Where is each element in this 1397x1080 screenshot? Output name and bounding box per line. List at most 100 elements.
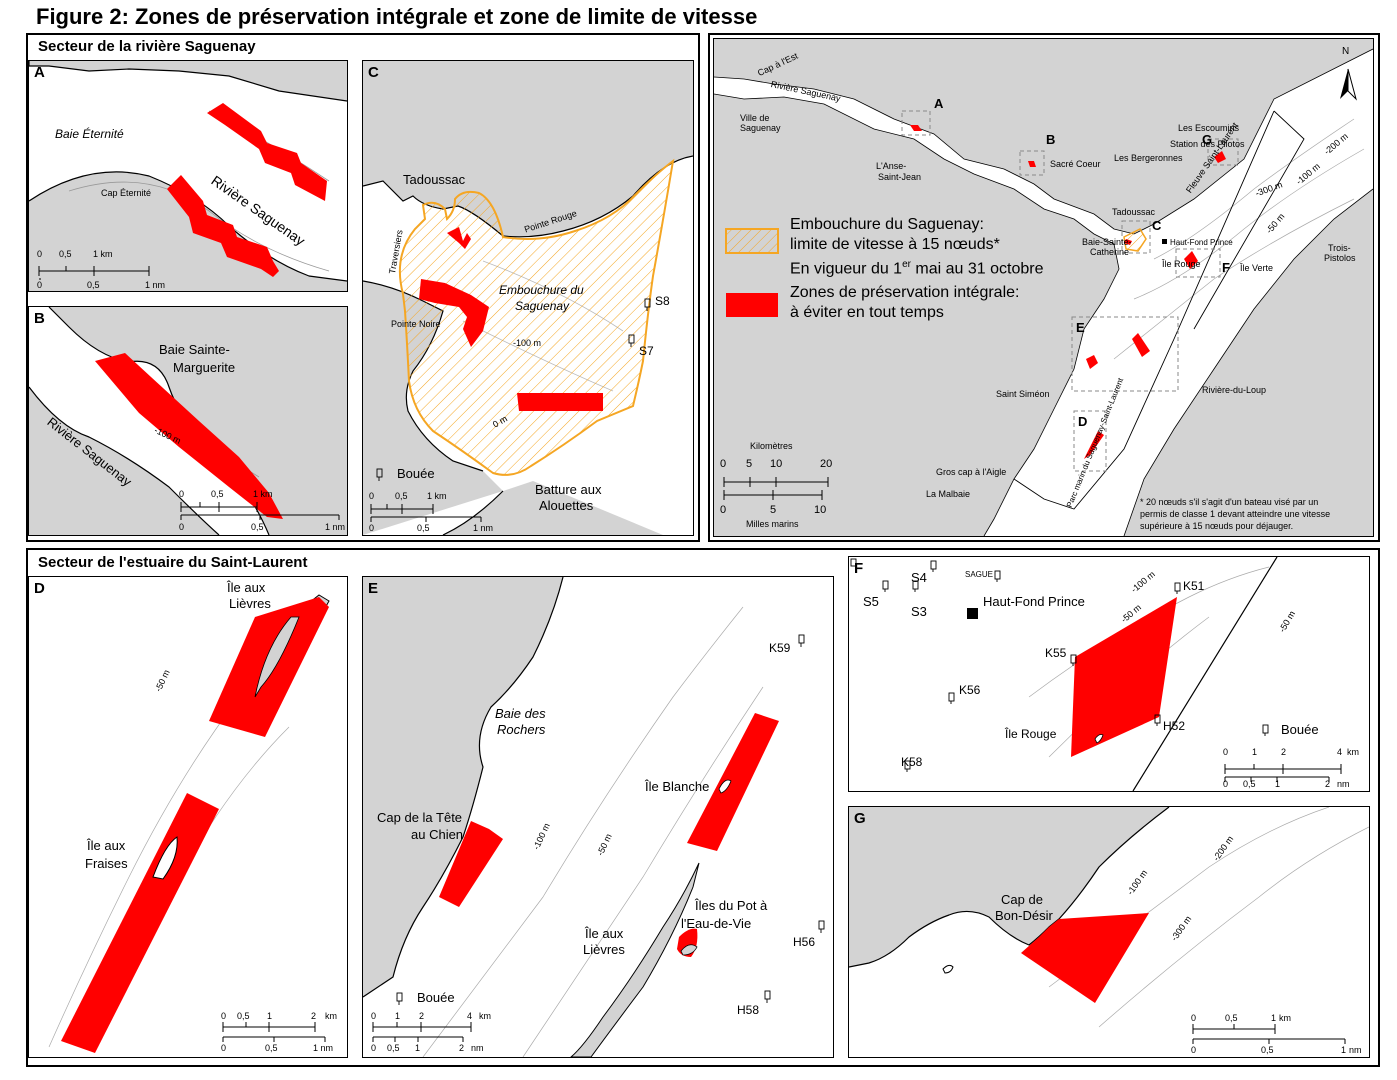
scale-e-nm-3: 2 xyxy=(459,1043,465,1053)
box-label-d: D xyxy=(1078,414,1088,429)
box-label-b: B xyxy=(1046,132,1056,147)
scale-main-km-3: 20 xyxy=(820,458,833,470)
overview-map: N Cap à l'Est Rivière Saguenay Ville de … xyxy=(713,38,1374,537)
place-ile-rouge-main: Île Rouge xyxy=(1162,259,1201,269)
scale-c-km-1: 0,5 xyxy=(395,491,408,501)
place-tadoussac-main: Tadoussac xyxy=(1112,207,1156,217)
park-boundary-f xyxy=(1132,557,1278,791)
buoy-s8-label: S8 xyxy=(655,294,670,308)
legend-speed-line3: En vigueur du 1er mai au 31 octobre xyxy=(790,259,1044,278)
scale-f-km-4: km xyxy=(1347,747,1359,757)
panel-c-label: C xyxy=(368,64,379,81)
scale-a-km-1: 0,5 xyxy=(59,249,72,259)
zone-a-upper xyxy=(207,103,327,201)
scale-b-km-1: 0,5 xyxy=(211,489,224,499)
place-lievres-d: Lièvres xyxy=(229,596,271,611)
buoy-legend-e-icon xyxy=(396,992,403,1005)
scale-f-nm-3: 2 xyxy=(1325,779,1331,789)
isobath-c-100: -100 m xyxy=(513,338,542,348)
place-trois-2: Pistolos xyxy=(1324,253,1356,263)
north-arrow-icon xyxy=(1340,68,1357,101)
buoy-s7-label: S7 xyxy=(639,344,654,358)
scale-f-nm-1: 0,5 xyxy=(1243,779,1256,789)
scale-c-km-2: 1 km xyxy=(427,491,447,501)
scale-e-km-0: 0 xyxy=(371,1011,377,1021)
estuaire-sector-title: Secteur de l'estuaire du Saint-Laurent xyxy=(38,554,308,571)
scale-f-km-0: 0 xyxy=(1223,747,1229,757)
place-alouettes: Alouettes xyxy=(539,498,594,513)
buoy-s4-icon xyxy=(930,560,937,572)
panel-e-label: E xyxy=(368,580,379,597)
buoy-k58-icon xyxy=(904,760,911,772)
zone-e-blanche xyxy=(687,713,779,851)
scale-main-title: Kilomètres xyxy=(750,441,793,451)
panel-b-map xyxy=(29,307,347,535)
buoy-k51-label: K51 xyxy=(1183,579,1205,593)
place-baie-ste-catherine-1: Baie-Sainte- xyxy=(1082,237,1132,247)
scale-g-nm-3: nm xyxy=(1349,1045,1362,1055)
scale-e-km-2: 2 xyxy=(419,1011,425,1021)
buoy-h58-icon xyxy=(764,990,771,1003)
place-baie-ste-catherine-2: Catherine xyxy=(1090,247,1130,257)
box-label-g: G xyxy=(1202,132,1213,147)
scale-c-nm-0: 0 xyxy=(369,523,375,533)
place-ile-aux-fraises-1: Île aux xyxy=(87,838,126,853)
scale-e-nm-1: 0,5 xyxy=(387,1043,400,1053)
scale-e-nm-4: nm xyxy=(471,1043,484,1053)
scale-a-nm-2: 1 nm xyxy=(145,280,166,290)
scale-e-nm-0: 0 xyxy=(371,1043,377,1053)
place-sacre-coeur: Sacré Coeur xyxy=(1050,159,1101,169)
footnote-2: permis de classe 1 devant atteindre une … xyxy=(1140,509,1331,519)
scale-d-nm-0: 0 xyxy=(221,1043,227,1053)
buoy-k59-icon xyxy=(798,634,805,647)
place-cap-tete-2: au Chien xyxy=(411,827,464,842)
box-label-e: E xyxy=(1076,320,1085,335)
buoy-s3-icon xyxy=(912,580,919,592)
panel-d: D Île aux Lièvres Île aux Fraises -50 m … xyxy=(28,576,348,1058)
saguenay-sector-title: Secteur de la rivière Saguenay xyxy=(38,38,256,55)
scale-d-km-3: 2 xyxy=(311,1011,317,1021)
scale-e-km-4: km xyxy=(479,1011,491,1021)
buoy-k59-label: K59 xyxy=(769,641,791,655)
legend-zone-line2: à éviter en tout temps xyxy=(790,304,944,321)
panel-c: C Tadoussac Traversiers Pointe Rouge Emb… xyxy=(362,60,694,536)
place-ville-saguenay-1: Ville de xyxy=(740,113,770,123)
place-riviere-du-loup: Rivière-du-Loup xyxy=(1202,385,1267,395)
place-cap-tete-1: Cap de la Tête xyxy=(377,810,463,825)
zone-b xyxy=(95,353,283,519)
place-gros-cap: Gros cap à l'Aigle xyxy=(936,467,1007,477)
place-trois-1: Trois- xyxy=(1328,243,1351,253)
scale-main-nm-1: 5 xyxy=(770,504,777,516)
buoy-k55-label: K55 xyxy=(1045,646,1067,660)
zone-f-ile-rouge xyxy=(1071,597,1177,757)
buoy-legend-e-label: Bouée xyxy=(417,990,455,1005)
scale-g-km-1: 0,5 xyxy=(1225,1013,1238,1023)
place-bergeronnes: Les Bergeronnes xyxy=(1114,153,1183,163)
buoy-legend-f-icon xyxy=(1262,724,1269,736)
place-cap-de: Cap de xyxy=(1001,892,1043,907)
scale-c-nm-2: 1 nm xyxy=(473,523,494,533)
panel-b-label: B xyxy=(34,310,45,327)
place-cap-eternite: Cap Éternité xyxy=(101,188,152,198)
place-tadoussac: Tadoussac xyxy=(403,172,466,187)
place-ile-aux-e: Île aux xyxy=(585,926,624,941)
place-pointe-noire: Pointe Noire xyxy=(391,319,441,329)
place-marguerite: Marguerite xyxy=(173,360,236,375)
buoy-k58-label: K58 xyxy=(901,755,923,769)
scale-main-nm-2: 10 xyxy=(814,504,827,516)
box-label-c: C xyxy=(1152,218,1162,233)
scale-d-nm-1: 0,5 xyxy=(265,1043,278,1053)
zone-g xyxy=(1021,913,1149,1003)
place-lievres-e: Lièvres xyxy=(583,942,625,957)
buoy-f-top-left-icon xyxy=(850,558,857,567)
scale-main-km-1: 5 xyxy=(746,458,753,470)
scale-a-km-2: 1 km xyxy=(93,249,113,259)
zone-c-pointe-noire xyxy=(419,279,489,347)
panel-f-label: F xyxy=(854,560,864,577)
place-saint-simeon: Saint Siméon xyxy=(996,389,1050,399)
buoy-k56-icon xyxy=(948,692,955,704)
place-bon-desir: Bon-Désir xyxy=(995,908,1053,923)
panel-a-map xyxy=(29,61,347,291)
scale-g-km-0: 0 xyxy=(1191,1013,1197,1023)
scale-f-km-2: 2 xyxy=(1281,747,1287,757)
